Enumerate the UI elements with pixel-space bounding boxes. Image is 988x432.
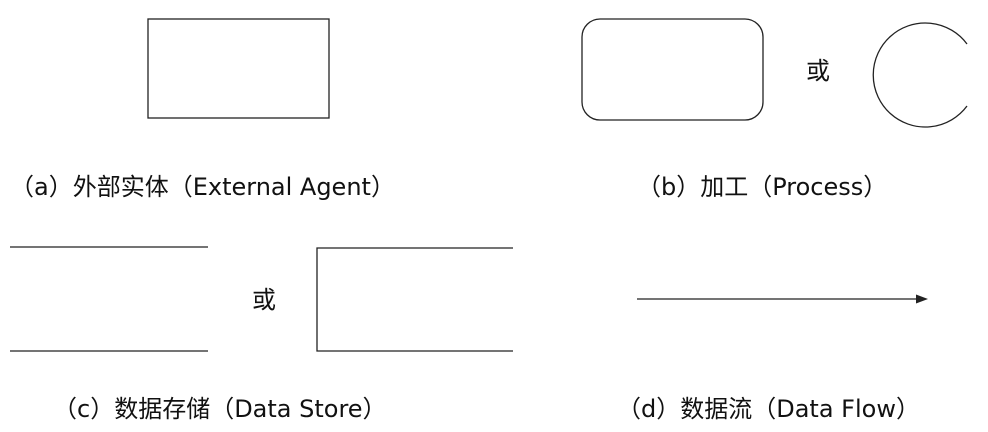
- or-label-process: 或: [806, 57, 830, 85]
- caption-process: （b）加工（Process）: [637, 173, 888, 201]
- external-agent-rectangle: [147, 18, 330, 119]
- caption-data-store: （c）数据存储（Data Store）: [53, 395, 387, 423]
- caption-external-agent: （a）外部实体（External Agent）: [10, 173, 395, 201]
- data-flow-arrow-head: [916, 294, 928, 304]
- data-store-open-box: [316, 247, 513, 352]
- or-label-data-store: 或: [252, 286, 276, 314]
- process-rounded-rectangle: [581, 18, 764, 121]
- caption-data-flow: （d）数据流（Data Flow）: [617, 395, 920, 423]
- process-circle: [872, 22, 968, 128]
